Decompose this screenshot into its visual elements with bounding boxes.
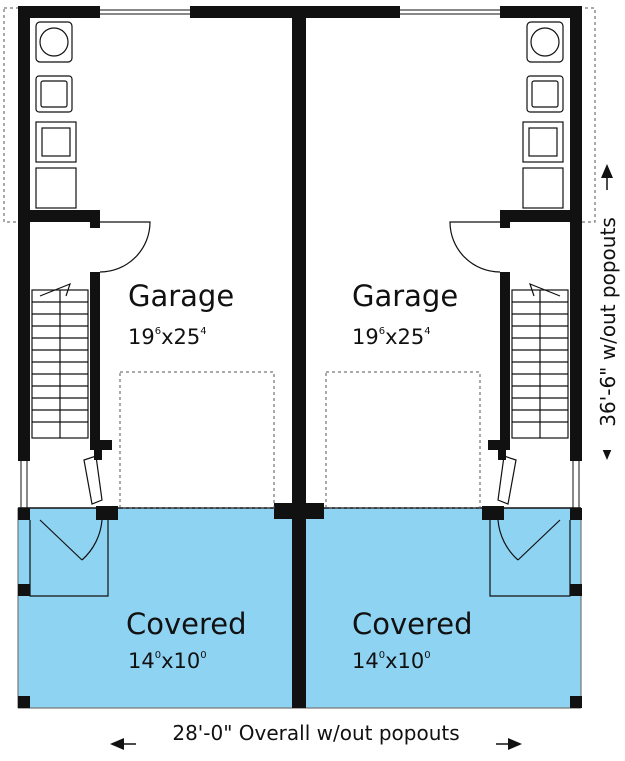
- dryer-left: [35, 121, 77, 163]
- room-name-covered-right: Covered: [352, 607, 473, 641]
- car-space-right: [325, 371, 481, 509]
- room-name-covered-left: Covered: [126, 607, 247, 641]
- room-name-garage-right: Garage: [352, 279, 458, 313]
- water-heater-left: [35, 21, 73, 63]
- utility-door-left: [99, 221, 151, 273]
- post-right-b: [482, 506, 504, 520]
- overall-width-label: 28'-0" Overall w/out popouts: [172, 721, 459, 745]
- room-name-garage-left: Garage: [128, 279, 234, 313]
- stair-wall-left-low: [90, 440, 112, 450]
- stairs-left: [31, 282, 89, 439]
- water-heater-right: [526, 21, 564, 63]
- room-dims-garage-left: 196x254: [128, 325, 207, 349]
- water-heater-right-tank: [530, 27, 560, 57]
- post-left-a: [18, 508, 30, 520]
- party-wall: [292, 6, 306, 708]
- dryer-left-inner: [41, 127, 71, 157]
- porch-door-right-swing: [497, 519, 561, 561]
- entry-door-right: [497, 455, 517, 505]
- cabinet-left: [35, 167, 77, 209]
- post-left-b: [96, 506, 118, 520]
- covered-area-right: [304, 508, 581, 708]
- overall-depth-dimension: 36'-6" w/out popouts: [596, 164, 620, 460]
- water-heater-left-tank: [39, 27, 69, 57]
- entry-door-left: [83, 455, 103, 505]
- overall-depth-label: 36'-6" w/out popouts: [596, 217, 620, 426]
- top-wall-left-a: [18, 6, 100, 18]
- room-dims-covered-left: 140x100: [128, 649, 207, 673]
- right-outer-wall-upper: [570, 6, 582, 461]
- entry-jamb-left: [94, 448, 102, 460]
- washer-right-inner: [531, 80, 559, 108]
- porch-door-right: [489, 520, 571, 597]
- top-wall-right-b: [500, 6, 582, 18]
- room-dims-covered-right: 140x100: [352, 649, 431, 673]
- utility-wall-right-stub: [500, 210, 510, 228]
- post-right-a: [570, 508, 582, 520]
- utility-wall-right: [500, 210, 582, 222]
- room-dims-garage-right: 196x254: [352, 325, 431, 349]
- washer-left-inner: [40, 80, 68, 108]
- stair-wall-right-low: [488, 440, 510, 450]
- left-outer-wall-upper: [18, 6, 30, 461]
- dryer-right: [522, 121, 564, 163]
- post-right-bottom: [570, 696, 582, 708]
- popout-outline-right: [572, 7, 596, 223]
- stair-wall-right: [500, 272, 510, 450]
- stair-wall-left: [90, 272, 100, 450]
- utility-door-right: [449, 221, 501, 273]
- post-left-mid: [18, 584, 30, 596]
- post-right-mid: [570, 584, 582, 596]
- dryer-right-inner: [528, 127, 558, 157]
- post-left-bottom: [18, 696, 30, 708]
- utility-wall-left: [18, 210, 100, 222]
- porch-door-left-swing: [39, 519, 103, 561]
- entry-jamb-right: [498, 448, 506, 460]
- covered-area-left: [18, 508, 296, 708]
- washer-left: [35, 75, 73, 113]
- utility-wall-left-stub: [90, 210, 100, 228]
- stairs-right: [511, 282, 569, 439]
- cabinet-right: [522, 167, 564, 209]
- porch-door-left: [29, 520, 109, 597]
- overall-width-dimension: 28'-0" Overall w/out popouts: [110, 720, 522, 750]
- party-wall-cap: [274, 503, 324, 519]
- washer-right: [526, 75, 564, 113]
- car-space-left: [119, 371, 275, 509]
